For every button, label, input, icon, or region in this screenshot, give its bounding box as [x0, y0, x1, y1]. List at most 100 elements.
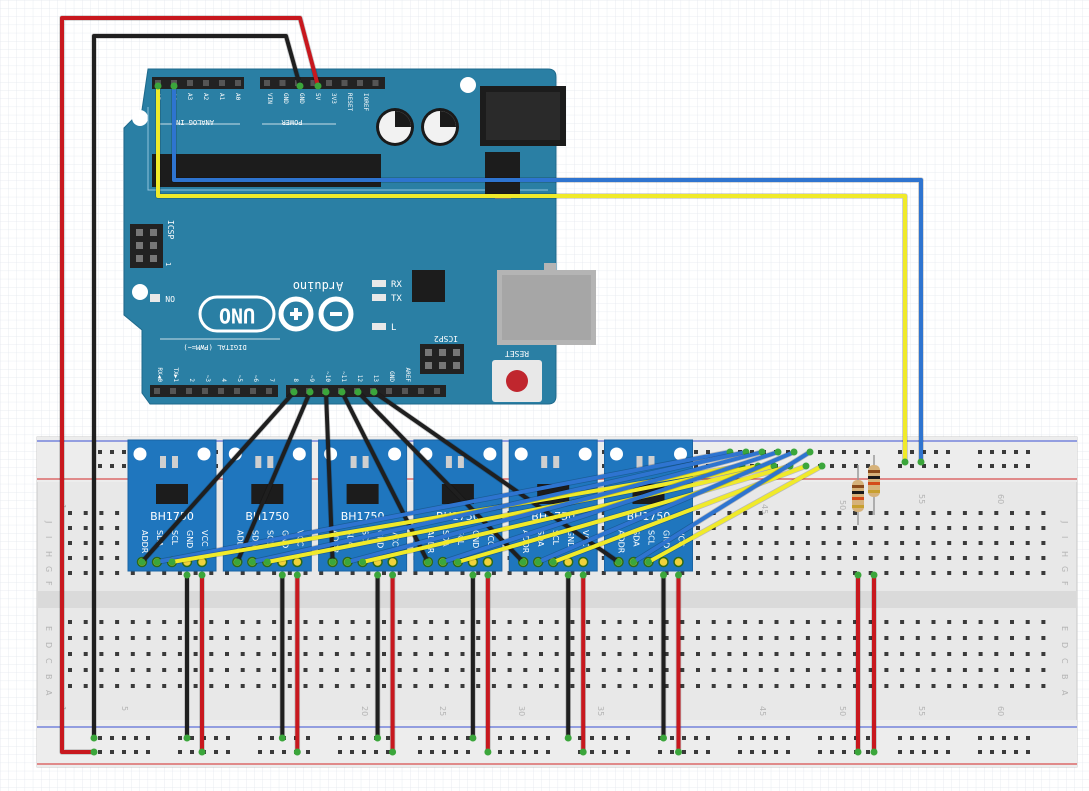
breadboard-hole	[287, 620, 292, 624]
rail-hole	[226, 736, 230, 740]
breadboard-hole	[303, 668, 308, 672]
breadboard-hole	[413, 668, 418, 672]
breadboard-hole	[1010, 652, 1014, 656]
column-number: 55	[917, 494, 926, 504]
module-chip	[346, 484, 379, 504]
rail-hole	[934, 464, 938, 468]
breadboard-hole	[727, 636, 732, 640]
wire-end	[660, 571, 667, 579]
rail-hole	[578, 736, 582, 740]
wire-end	[198, 748, 206, 756]
breadboard-hole	[68, 636, 72, 640]
module-pin-label: GND	[471, 530, 480, 548]
breadboard-hole	[947, 668, 952, 672]
breadboard-hole	[931, 668, 936, 672]
rail-hole	[854, 450, 858, 454]
breadboard-hole	[743, 684, 748, 688]
breadboard-hole	[539, 652, 543, 656]
breadboard-hole	[821, 636, 826, 640]
module-pin	[658, 556, 669, 568]
breadboard-hole	[99, 620, 104, 624]
wire-end	[818, 462, 826, 470]
wire-end	[790, 448, 798, 456]
capacitor	[376, 108, 414, 146]
digital-section-label: DIGITAL (PWM=~)	[183, 343, 246, 351]
breadboard-hole	[884, 571, 889, 575]
module-pin-label: GND	[566, 530, 575, 548]
breadboard-hole	[696, 556, 700, 560]
breadboard-hole	[256, 684, 261, 688]
breadboard-hole	[648, 620, 653, 624]
breadboard-hole	[366, 571, 371, 575]
breadboard-hole	[962, 668, 967, 672]
column-number: 50	[838, 500, 847, 510]
power-section-label: POWER	[281, 118, 303, 126]
breadboard-hole	[633, 668, 638, 672]
breadboard-hole	[648, 668, 653, 672]
breadboard-hole	[947, 684, 952, 688]
breadboard-hole	[177, 636, 182, 640]
pin-label: RESET	[346, 93, 353, 111]
wire-end	[854, 748, 862, 756]
header-pin	[218, 388, 224, 394]
wire-end	[901, 458, 909, 466]
breadboard-hole	[1010, 526, 1014, 530]
breadboard-hole	[743, 526, 748, 530]
breadboard-hole	[664, 571, 669, 575]
breadboard-hole	[287, 652, 292, 656]
breadboard-hole	[994, 668, 999, 672]
breadboard-hole	[884, 684, 889, 688]
rail-hole	[442, 750, 446, 754]
breadboard-hole	[146, 620, 151, 624]
breadboard-hole	[429, 684, 434, 688]
rail-hole	[590, 750, 594, 754]
breadboard-hole	[1025, 571, 1030, 575]
wire-5v-red	[60, 16, 320, 754]
breadboard-hole	[1041, 526, 1046, 530]
breadboard-hole	[1041, 636, 1046, 640]
breadboard-hole	[696, 684, 700, 688]
breadboard-hole	[743, 511, 748, 515]
breadboard-hole	[900, 652, 905, 656]
breadboard-hole	[83, 684, 88, 688]
breadboard-hole	[947, 620, 952, 624]
breadboard-hole	[962, 541, 967, 545]
breadboard-hole	[774, 668, 779, 672]
rail-hole	[386, 750, 390, 754]
breadboard-hole	[523, 684, 528, 688]
rail-hole	[978, 450, 982, 454]
breadboard-hole	[83, 636, 88, 640]
pin-label: ~10	[324, 371, 331, 382]
wire-bus-scl-yellow	[646, 464, 824, 564]
row-letter: C	[1060, 658, 1069, 664]
breadboard-hole	[648, 652, 653, 656]
breadboard-hole	[790, 541, 795, 545]
breadboard-hole	[115, 652, 120, 656]
wire-bus-scl-yellow	[455, 464, 792, 564]
wire-end	[290, 388, 298, 396]
breadboard-hole	[727, 620, 732, 624]
breadboard-hole	[868, 668, 873, 672]
breadboard-hole	[853, 541, 857, 545]
breadboard-hole	[837, 556, 842, 560]
breadboard-hole	[915, 668, 920, 672]
breadboard-hole	[319, 684, 324, 688]
l-led	[372, 323, 386, 330]
breadboard-hole	[68, 668, 72, 672]
icsp2-pin	[453, 362, 460, 369]
wire-end	[917, 458, 925, 466]
row-letter: E	[1060, 626, 1069, 631]
module-pin	[673, 556, 684, 568]
breadboard-hole	[868, 526, 873, 530]
breadboard-hole	[664, 620, 669, 624]
row-letter: F	[44, 581, 53, 586]
icsp-pin	[150, 242, 157, 249]
rail-hole	[602, 750, 606, 754]
rail-hole	[946, 750, 950, 754]
rail-hole	[866, 736, 870, 740]
rail-hole	[134, 736, 138, 740]
breadboard-hole	[915, 511, 920, 515]
breadboard-hole	[209, 684, 214, 688]
rail-hole	[534, 736, 538, 740]
rail-hole	[270, 736, 274, 740]
